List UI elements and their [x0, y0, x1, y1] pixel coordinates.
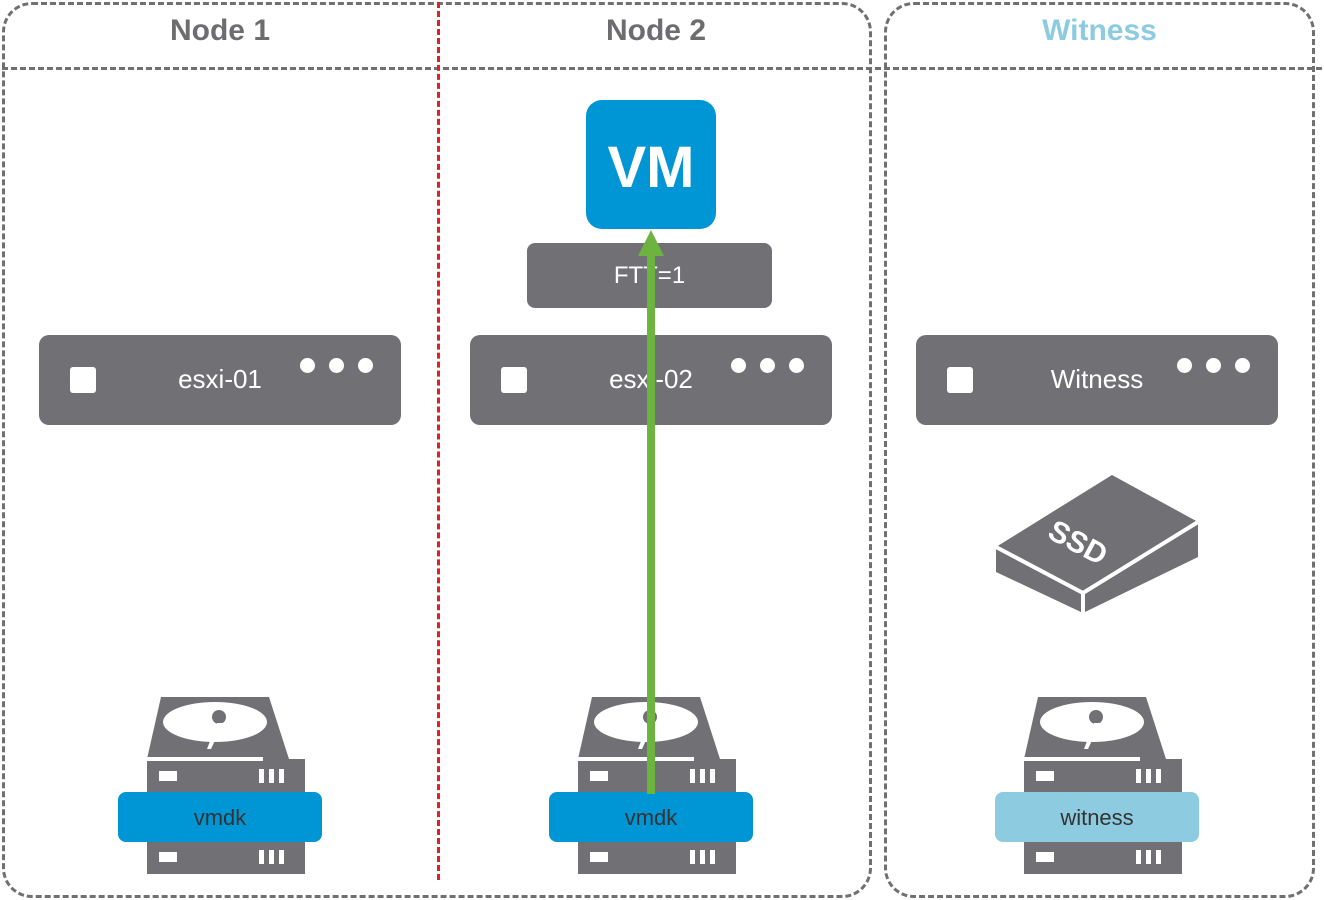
ssd-label: SSD	[165, 514, 235, 572]
vm-label: VM	[607, 135, 695, 200]
column-title-witness: Witness	[1042, 14, 1157, 47]
host-label: Witness	[1050, 364, 1144, 394]
witness-component: witness	[995, 792, 1199, 842]
header-divider	[2, 67, 1322, 70]
hdd-icon-witness	[1024, 697, 1182, 874]
host-icon	[501, 367, 527, 393]
status-dots-icon	[731, 358, 804, 373]
status-dots-icon	[300, 358, 373, 373]
hdd-icon-node-1	[147, 697, 305, 874]
vmdk-component-node-1: vmdk	[118, 792, 322, 842]
ssd-icon-witness: SSD	[996, 475, 1200, 615]
vm-icon: VM	[586, 100, 716, 229]
host-label: esxi-01	[178, 364, 262, 394]
fault-domain-divider	[437, 2, 440, 880]
column-title-node-2: Node 2	[605, 14, 707, 47]
host-icon	[70, 367, 96, 393]
read-path-arrow	[638, 230, 664, 794]
witness-frame	[884, 2, 1315, 898]
host-witness: Witness	[916, 335, 1278, 425]
vmdk-component-node-2: vmdk	[549, 792, 753, 842]
host-icon	[947, 367, 973, 393]
column-title-node-1: Node 1	[169, 14, 271, 47]
host-esxi-01: esxi-01	[39, 335, 401, 425]
ssd-icon-node-1: SSD	[118, 475, 322, 615]
status-dots-icon	[1177, 358, 1250, 373]
